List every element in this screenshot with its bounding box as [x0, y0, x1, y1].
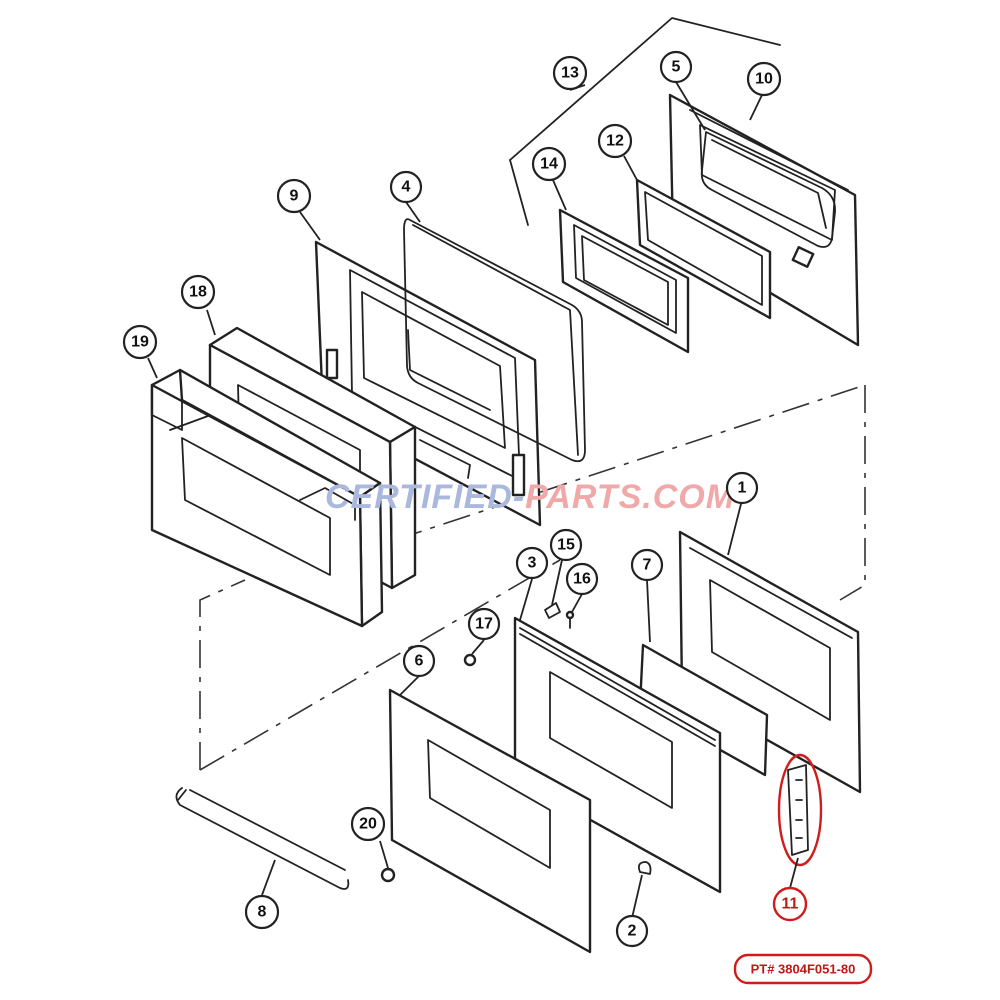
part-8-door-handle	[175, 787, 350, 890]
callout-7: 7	[630, 548, 664, 582]
callout-12-label: 12	[606, 133, 624, 150]
callout-8-label: 8	[258, 904, 267, 921]
part-12-glass-panel	[635, 178, 772, 320]
group-bracket-13	[509, 17, 781, 226]
callout-4: 4	[389, 170, 423, 204]
callout-3-label: 3	[528, 555, 537, 572]
callout-14-label: 14	[540, 156, 558, 173]
callout-7-label: 7	[643, 557, 652, 574]
callout-15-label: 15	[557, 537, 575, 554]
part-7-glass	[638, 643, 769, 777]
part-14-window-frame	[558, 208, 690, 354]
callout-16: 16	[565, 562, 599, 596]
callout-10-label: 10	[755, 71, 773, 88]
callout-9-label: 9	[290, 188, 299, 205]
callout-1-label: 1	[738, 480, 747, 497]
callout-2-label: 2	[628, 923, 637, 940]
part-9-door-liner	[314, 240, 542, 527]
callout-4-label: 4	[402, 179, 411, 196]
callout-11-label: 11	[782, 896, 799, 913]
callout-14: 14	[531, 146, 567, 182]
small-hardware	[380, 602, 652, 883]
part-4-liner-gasket	[403, 218, 586, 463]
callout-18: 18	[180, 274, 216, 310]
watermark-part-1: CERTIFIED-	[325, 478, 525, 516]
part-10-inner-door	[668, 93, 860, 347]
callout-15: 15	[549, 528, 583, 562]
callout-1: 1	[725, 471, 759, 505]
callout-6: 6	[402, 644, 436, 678]
callout-17: 17	[467, 607, 501, 641]
callout-13: 13	[552, 55, 588, 91]
callout-17-label: 17	[475, 616, 493, 633]
part-19-insulation-frame	[150, 368, 384, 628]
callout-18-label: 18	[189, 284, 207, 301]
callout-13-label: 13	[561, 65, 579, 82]
callout-19-label: 19	[131, 334, 149, 351]
part-11-door-hinge	[777, 753, 823, 867]
callout-10: 10	[746, 61, 782, 97]
callout-6-label: 6	[415, 653, 424, 670]
part-number-text: PT# 3804F051-80	[751, 962, 856, 977]
callout-20: 20	[350, 806, 386, 842]
callout-3: 3	[515, 546, 549, 580]
callout-5-label: 5	[672, 59, 681, 76]
part-1-outer-door-frame	[678, 530, 862, 794]
leader-lines	[147, 81, 799, 919]
part-5-door-gasket	[700, 131, 836, 248]
part-11-highlight-ring	[777, 753, 823, 867]
dashed-guide-lines	[199, 384, 866, 771]
callout-19: 19	[122, 324, 158, 360]
watermark: CERTIFIED-PARTS.COM	[325, 478, 735, 516]
part-3-door-panel	[513, 616, 722, 894]
part-6-front-door-glass	[388, 688, 592, 954]
watermark-part-2: PARTS.COM	[525, 478, 735, 516]
callout-9: 9	[276, 178, 312, 214]
callout-8: 8	[244, 894, 280, 930]
callout-12: 12	[597, 123, 633, 159]
callout-2: 2	[615, 914, 649, 948]
callout-5: 5	[659, 50, 693, 84]
callout-20-label: 20	[359, 816, 377, 833]
callout-11: 11	[772, 886, 808, 922]
callout-16-label: 16	[573, 571, 591, 588]
part-number-badge: PT# 3804F051-80	[733, 953, 873, 985]
